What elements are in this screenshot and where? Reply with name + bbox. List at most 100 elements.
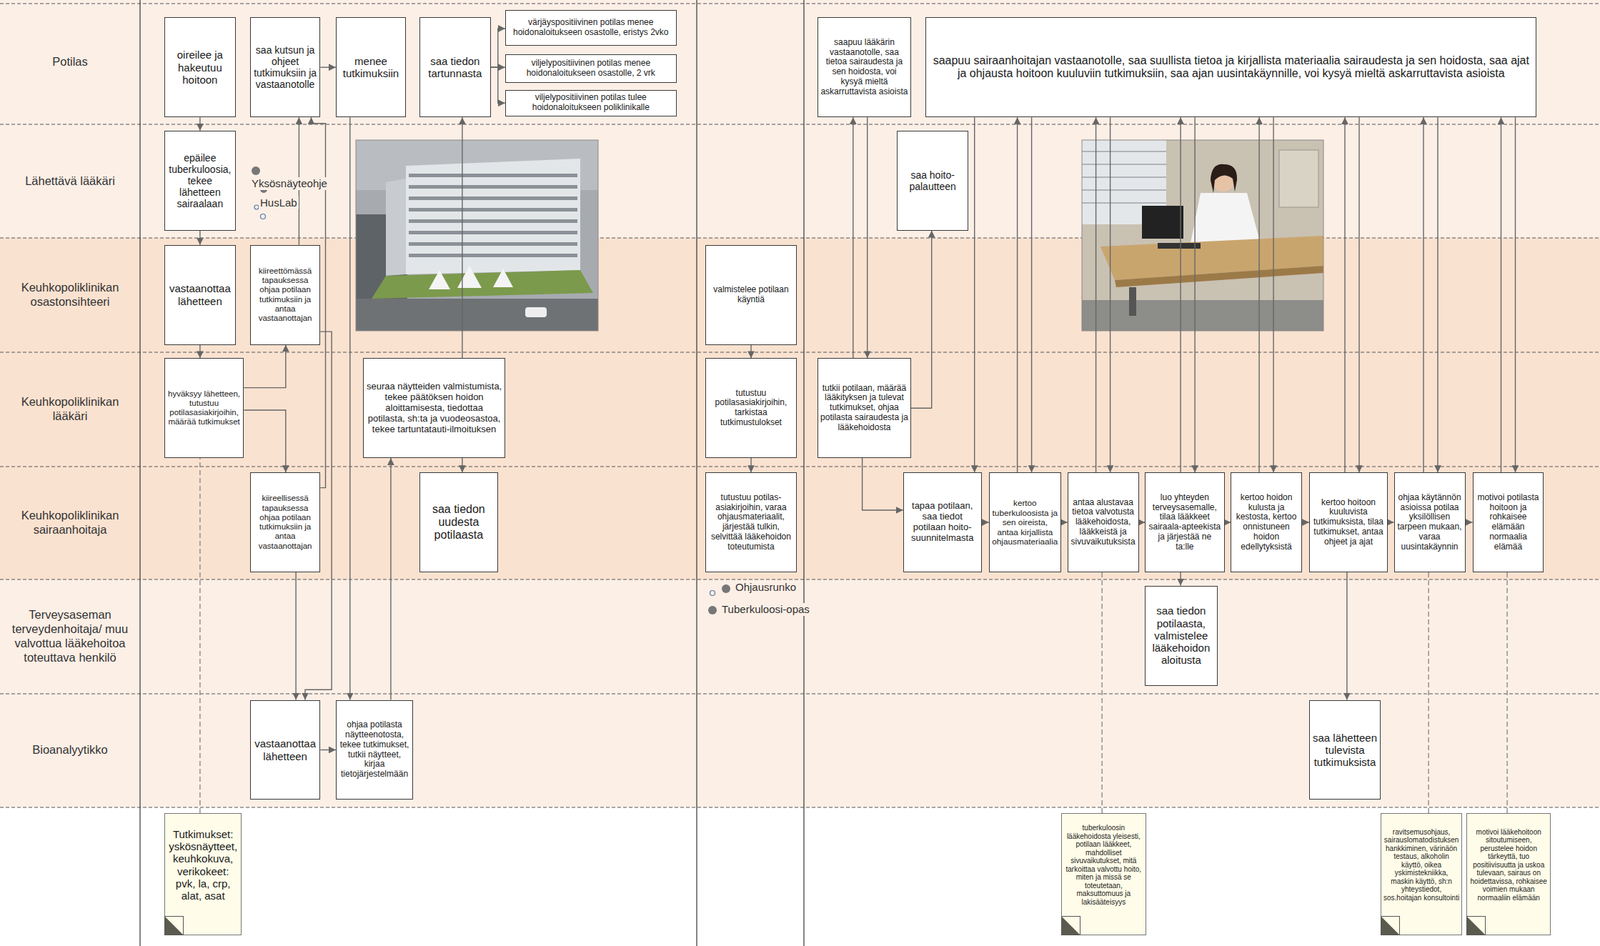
connector	[911, 230, 932, 409]
link-icon	[708, 605, 717, 615]
box-text: tutkii potilaan, määrää lääkityksen ja t…	[820, 383, 909, 434]
lane-ground	[0, 352, 1600, 467]
note-corner-fold	[1061, 916, 1081, 936]
photo-floor	[1081, 300, 1324, 331]
lane-label: Lähettävä lääkäri	[19, 174, 121, 189]
swimlane: Terveysaseman terveydenhoitaja/ muu valv…	[0, 579, 1600, 694]
connector	[1302, 521, 1310, 523]
box-text: menee tutkimuksiin	[338, 55, 404, 81]
lane-ground	[0, 466, 1600, 580]
lane-separators	[0, 3, 1600, 808]
box-text: tapaa potilaan, saa tiedot potilaan hoit…	[906, 500, 980, 544]
connector	[1427, 572, 1429, 814]
column-divider	[803, 0, 804, 946]
box-text: valmistelee potilaan käyntiä	[708, 285, 795, 306]
lane-label-holder: Keuhkopoliklinikan lääkäri	[0, 352, 141, 467]
column-divider	[696, 0, 697, 946]
lane-label-holder: Keuhkopoliklinikan sairaanhoitaja	[0, 466, 141, 581]
swimlane: Keuhkopoliklinikan sairaanhoitaja kiireel…	[0, 466, 1600, 581]
process-box: saa hoito-palautteen	[896, 130, 969, 231]
connector	[1179, 572, 1181, 586]
column-divider	[139, 0, 141, 946]
process-box: kertoo hoitoon kuuluvista tutkimuksista,…	[1309, 472, 1388, 573]
note-corner	[1466, 916, 1486, 936]
process-box: ohjaa potilasta näytteenotosta, tekee tu…	[335, 700, 414, 801]
connector	[1272, 117, 1274, 473]
connector	[461, 117, 463, 359]
process-box: saa tiedon potilaasta, valmistelee lääke…	[1144, 585, 1217, 687]
process-box: luo yhteyden terveysasemalle, tilaa lääk…	[1144, 472, 1225, 573]
process-box: motivoi potilasta hoitoon ja rohkaisee e…	[1472, 472, 1545, 573]
photo-window-row	[408, 207, 578, 212]
note-corner	[164, 916, 184, 936]
photo-car	[525, 307, 547, 318]
note-corner-frame	[1380, 916, 1400, 936]
note-corner-frame	[164, 916, 183, 936]
box-text: motivoi potilasta hoitoon ja rohkaisee e…	[1475, 493, 1542, 553]
box-text: tutustuu potilas-asiakirjoihin, varaa oh…	[708, 493, 795, 553]
process-box: saa lähetteen tulevista tutkimuksista	[1309, 700, 1381, 801]
connector	[974, 117, 975, 473]
connector	[750, 458, 752, 473]
process-box: valmistelee potilaan käyntiä	[705, 245, 798, 346]
process-box: menee tutkimuksiin	[335, 17, 407, 118]
photo-frame	[355, 140, 599, 331]
photo-road	[355, 298, 599, 331]
note-box: Tutkimukset: yskösnäytteet, keuhkokuva, …	[164, 813, 243, 936]
box-text: saapuu sairaanhoitajan vastaanotolle, sa…	[928, 54, 1534, 81]
photo-blind	[1081, 150, 1167, 153]
link-label: Yksösnäyteohje	[250, 177, 329, 191]
swimlane: Lähettävä lääkäriepäilee tuberkuloosia, …	[0, 124, 1600, 238]
box-text: antaa alustavaa tietoa valvotusta lääkeh…	[1070, 498, 1137, 548]
link-icon	[710, 590, 716, 596]
box-text: kiireellisessä tapauksessa ohjaa potilaa…	[252, 493, 318, 551]
photo-frame	[1081, 140, 1324, 331]
lane-label: Keuhkopoliklinikan lääkäri	[0, 395, 141, 424]
process-box: tutkii potilaan, määrää lääkityksen ja t…	[817, 358, 912, 459]
process-box: tapaa potilaan, saa tiedot potilaan hoit…	[903, 472, 982, 573]
box-text: vastaanottaa lähetteen	[252, 737, 318, 763]
photo-green-roof	[371, 270, 594, 299]
process-box: saa tiedon uudesta potilaasta	[419, 472, 499, 573]
connector	[1387, 521, 1395, 523]
connector	[1101, 572, 1102, 814]
photo-window-row	[408, 219, 578, 223]
process-box: hyväksyy lähetteen, tutustuu potilasasia…	[164, 358, 244, 459]
connector	[1346, 572, 1348, 700]
process-box: kertoo hoidon kulusta ja kestosta, kerto…	[1230, 472, 1303, 573]
process-box: saapuu lääkärin vastaanotolle, saa tieto…	[817, 17, 912, 118]
process-box: seuraa näytteiden valmistumista, tekee p…	[363, 358, 505, 459]
connector	[1061, 521, 1068, 523]
lane-label-holder: Potilas	[0, 0, 141, 125]
note-corner-fold	[1466, 916, 1485, 936]
box-text: seuraa näytteiden valmistumista, tekee p…	[365, 381, 502, 436]
photo-blind	[1081, 189, 1167, 191]
connector	[1506, 572, 1508, 814]
photo-shelf	[1279, 150, 1319, 208]
box-text: kiireettömässä tapauksessa ohjaa potilaa…	[252, 266, 318, 324]
swimlane: Keuhkopoliklinikan lääkäri hyväksyy lähet…	[0, 352, 1600, 467]
process-box: oireilee ja hakeutuu hoitoon	[164, 17, 236, 118]
connector	[243, 410, 286, 473]
photo-blind	[1081, 163, 1167, 166]
box-text: kertoo tuberkuloosista ja sen oireista, …	[991, 498, 1059, 547]
note-corner-frame	[1466, 916, 1485, 936]
swimlane: Potilasoireilee ja hakeutuu hoitoonsaa k…	[0, 0, 1600, 125]
photo-tent	[493, 268, 514, 288]
connector	[1095, 117, 1097, 473]
box-text: luo yhteyden terveysasemalle, tilaa lääk…	[1147, 493, 1222, 553]
box-text: saa lähetteen tulevista tutkimuksista	[1312, 731, 1378, 769]
connector	[750, 345, 752, 359]
connector	[1194, 117, 1195, 473]
process-box: antaa alustavaa tietoa valvotusta lääkeh…	[1067, 472, 1140, 573]
connector	[852, 117, 854, 359]
note-corner-fold	[164, 916, 183, 936]
photo-window-row	[408, 173, 578, 178]
photo-monitor	[1141, 205, 1184, 239]
process-box: viljelypositiivinen potilas menee hoidon…	[505, 54, 677, 83]
process-box: saapuu sairaanhoitajan vastaanotolle, sa…	[925, 17, 1537, 118]
photo-hair	[1210, 164, 1237, 193]
lane-separator	[0, 465, 1600, 467]
photo-coat	[1189, 192, 1262, 247]
box-text: hyväksyy lähetteen, tutustuu potilasasia…	[167, 389, 241, 428]
